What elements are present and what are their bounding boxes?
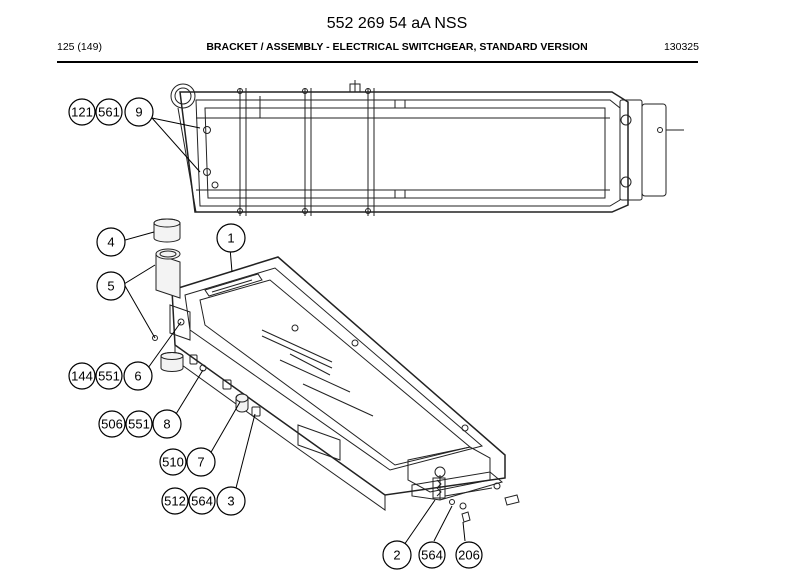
- section-heading: BRACKET / ASSEMBLY - ELECTRICAL SWITCHGE…: [206, 41, 588, 53]
- document-title: 552 269 54 aA NSS: [326, 15, 468, 32]
- callout-510: 510: [159, 448, 187, 476]
- document-code: 130325: [663, 41, 699, 53]
- svg-text:2: 2: [393, 548, 400, 563]
- svg-text:564: 564: [191, 494, 213, 509]
- svg-text:9: 9: [135, 105, 142, 120]
- svg-text:6: 6: [134, 369, 141, 384]
- callout-9: 9: [124, 97, 154, 127]
- page-number: 125 (149): [57, 41, 102, 53]
- callout-506: 506: [98, 410, 126, 438]
- callout-121: 121: [68, 98, 96, 126]
- svg-text:3: 3: [227, 494, 234, 509]
- callout-551b: 551: [125, 410, 153, 438]
- svg-text:1: 1: [227, 231, 234, 246]
- callout-8: 8: [152, 409, 182, 439]
- callout-561: 561: [95, 98, 123, 126]
- svg-text:121: 121: [71, 105, 93, 120]
- svg-text:564: 564: [421, 548, 443, 563]
- callout-564b: 564: [418, 541, 446, 569]
- callout-206: 206: [455, 541, 483, 569]
- svg-text:7: 7: [197, 455, 204, 470]
- callout-512: 512: [161, 487, 189, 515]
- callout-6: 6: [123, 361, 153, 391]
- loose-parts: [152, 218, 261, 417]
- callout-564: 564: [188, 487, 216, 515]
- callout-5: 5: [96, 271, 126, 301]
- svg-text:510: 510: [162, 455, 184, 470]
- callout-7: 7: [186, 447, 216, 477]
- callout-144: 144: [68, 362, 96, 390]
- svg-text:551: 551: [128, 417, 150, 432]
- callout-551: 551: [95, 362, 123, 390]
- callout-1: 1: [216, 223, 246, 253]
- callout-2: 2: [382, 540, 412, 570]
- svg-text:506: 506: [101, 417, 123, 432]
- svg-text:512: 512: [164, 494, 186, 509]
- svg-text:5: 5: [107, 279, 114, 294]
- header-rule: [57, 61, 698, 63]
- svg-text:561: 561: [98, 105, 120, 120]
- leader-lines: [117, 117, 466, 546]
- svg-text:551: 551: [98, 369, 120, 384]
- svg-text:206: 206: [458, 548, 480, 563]
- callout-4: 4: [96, 227, 126, 257]
- callout-3: 3: [216, 486, 246, 516]
- svg-text:4: 4: [107, 235, 114, 250]
- svg-text:8: 8: [163, 417, 170, 432]
- svg-text:144: 144: [71, 369, 93, 384]
- frame-top-view: [170, 80, 684, 216]
